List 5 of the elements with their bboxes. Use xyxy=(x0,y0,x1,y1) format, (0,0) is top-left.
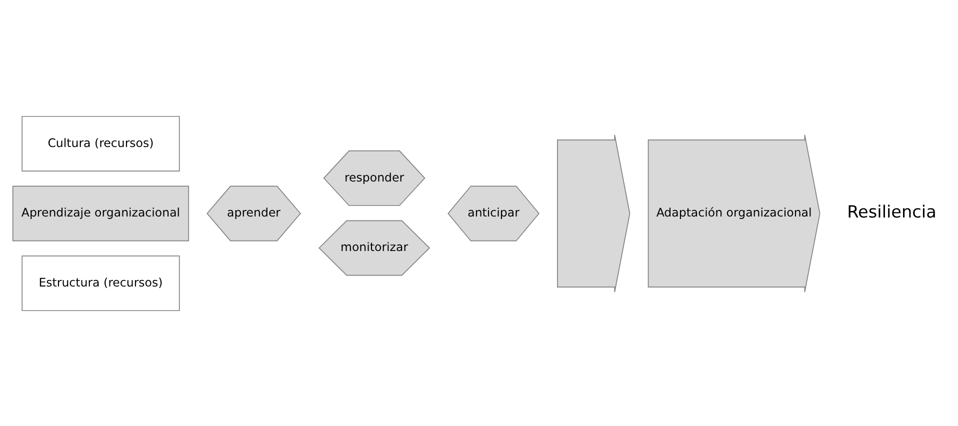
node-box: Aprendizaje organizacional xyxy=(12,185,190,241)
node-arrow xyxy=(557,134,630,292)
node-box: Cultura (recursos) xyxy=(22,115,180,171)
node-text: Resiliencia xyxy=(847,201,936,222)
node-box: Estructura (recursos) xyxy=(22,255,180,311)
